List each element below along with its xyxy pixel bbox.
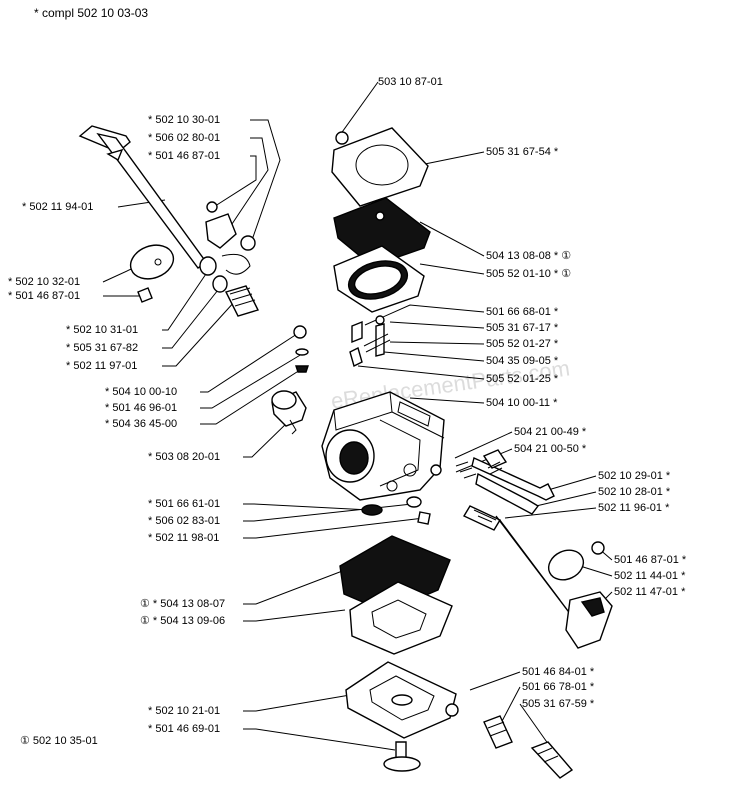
part-label: 502 11 96-01 * xyxy=(598,502,670,514)
part-label: 505 52 01-10 * ① xyxy=(486,268,572,280)
throttle-shaft-assembly xyxy=(495,515,613,649)
choke-shaft-assembly xyxy=(78,125,259,317)
part-label: 502 11 47-01 * xyxy=(614,586,686,598)
part-label: * 506 02 83-01 xyxy=(148,515,221,527)
part-label: ① * 504 13 09-06 xyxy=(140,615,226,627)
metering-diaphragm-stack xyxy=(339,535,453,655)
part-label: * 506 02 80-01 xyxy=(148,132,221,144)
carburetor-body xyxy=(321,391,445,501)
part-label: 504 35 09-05 * xyxy=(486,355,559,367)
part-label: * 504 36 45-00 xyxy=(105,418,178,430)
inlet-needle-parts xyxy=(361,496,431,525)
assembly-header: * compl 502 10 03-03 xyxy=(34,6,149,20)
part-label: * 501 46 69-01 xyxy=(148,723,221,735)
part-label: 503 10 87-01 xyxy=(378,76,443,88)
part-label: 504 21 00-50 * xyxy=(514,443,587,455)
part-label: * 501 46 87-01 xyxy=(8,290,81,302)
part-label: 505 31 67-59 * xyxy=(522,698,595,710)
part-label: * 502 11 98-01 xyxy=(148,532,220,544)
pump-cover-stack xyxy=(331,127,431,368)
part-label: 501 66 78-01 * xyxy=(522,681,595,693)
part-label: * 502 11 94-01 xyxy=(22,201,94,213)
idle-screw-parts xyxy=(271,325,309,435)
part-label: 502 10 29-01 * xyxy=(598,470,671,482)
part-label: * 502 10 31-01 xyxy=(66,324,139,336)
part-label: * 504 10 00-10 xyxy=(105,386,178,398)
part-label: * 505 31 67-82 xyxy=(66,342,139,354)
part-label: 504 10 00-11 * xyxy=(486,397,558,409)
part-label: * 501 46 96-01 xyxy=(105,402,178,414)
part-label: 504 13 08-08 * ① xyxy=(486,250,572,262)
part-label: 502 11 44-01 * xyxy=(614,570,686,582)
part-label: * 502 11 97-01 xyxy=(66,360,138,372)
part-label: ① * 504 13 08-07 xyxy=(140,598,226,610)
part-label: * 501 46 87-01 xyxy=(148,150,221,162)
part-label: 505 31 67-54 * xyxy=(486,146,559,158)
part-label: 501 66 68-01 * xyxy=(486,306,559,318)
metering-cover-assembly xyxy=(345,661,574,779)
part-label: * 502 10 30-01 xyxy=(148,114,221,126)
part-label: 505 31 67-17 * xyxy=(486,322,559,334)
kit-footnote: ① 502 10 35-01 xyxy=(20,735,98,747)
part-label: * 503 08 20-01 xyxy=(148,451,221,463)
part-label: 501 46 87-01 * xyxy=(614,554,687,566)
part-label: * 502 10 32-01 xyxy=(8,276,81,288)
part-label: 505 52 01-25 * xyxy=(486,373,559,385)
part-label: * 502 10 21-01 xyxy=(148,705,221,717)
part-label: 501 46 84-01 * xyxy=(522,666,595,678)
part-label: * 501 66 61-01 xyxy=(148,498,221,510)
needle-assemblies xyxy=(455,449,561,601)
part-label: 502 10 28-01 * xyxy=(598,486,671,498)
part-label: 504 21 00-49 * xyxy=(514,426,587,438)
part-label: 505 52 01-27 * xyxy=(486,338,559,350)
